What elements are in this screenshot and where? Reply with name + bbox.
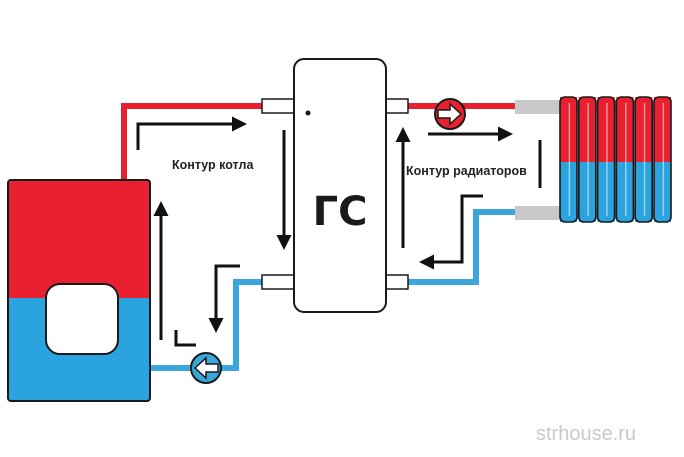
separator-port-hot-left	[261, 98, 297, 114]
radiator-section	[559, 96, 578, 223]
hot-pump	[434, 98, 466, 130]
pump-arrow-right-icon	[437, 102, 463, 126]
flow-arrow-to-separator	[136, 116, 247, 150]
separator-body	[293, 58, 387, 313]
radiator-circuit-label: Контур радиаторов	[406, 164, 527, 178]
radiator-section	[653, 96, 672, 223]
hydraulic-separator: ГС	[261, 58, 409, 313]
flow-arrow-return-down	[208, 264, 240, 333]
cold-pump	[190, 352, 222, 384]
boiler-circuit-label: Контур котла	[172, 158, 254, 172]
radiator-section	[615, 96, 635, 223]
hot-supply-pipe	[121, 103, 268, 185]
boiler-window	[45, 283, 119, 355]
radiator	[515, 96, 672, 223]
watermark: strhouse.ru	[536, 423, 636, 445]
radiator-circuit-arrows	[395, 126, 542, 270]
radiator-section	[577, 96, 597, 223]
flow-arrow-boiler-return-up	[174, 330, 196, 347]
radiator-section	[634, 96, 654, 223]
separator-port-hot-right	[383, 98, 409, 114]
boiler	[7, 179, 151, 402]
cold-radiator-return-pipe	[408, 209, 525, 285]
separator-port-cold-left	[261, 274, 297, 290]
flow-arrow-radiator-return	[419, 194, 483, 270]
radiator-section	[596, 96, 616, 223]
boiler-circuit-arrows	[136, 116, 292, 347]
pump-arrow-left-icon	[193, 356, 219, 380]
separator-port-cold-right	[383, 274, 409, 290]
separator-dot	[305, 110, 311, 116]
separator-label: ГС	[313, 189, 368, 235]
